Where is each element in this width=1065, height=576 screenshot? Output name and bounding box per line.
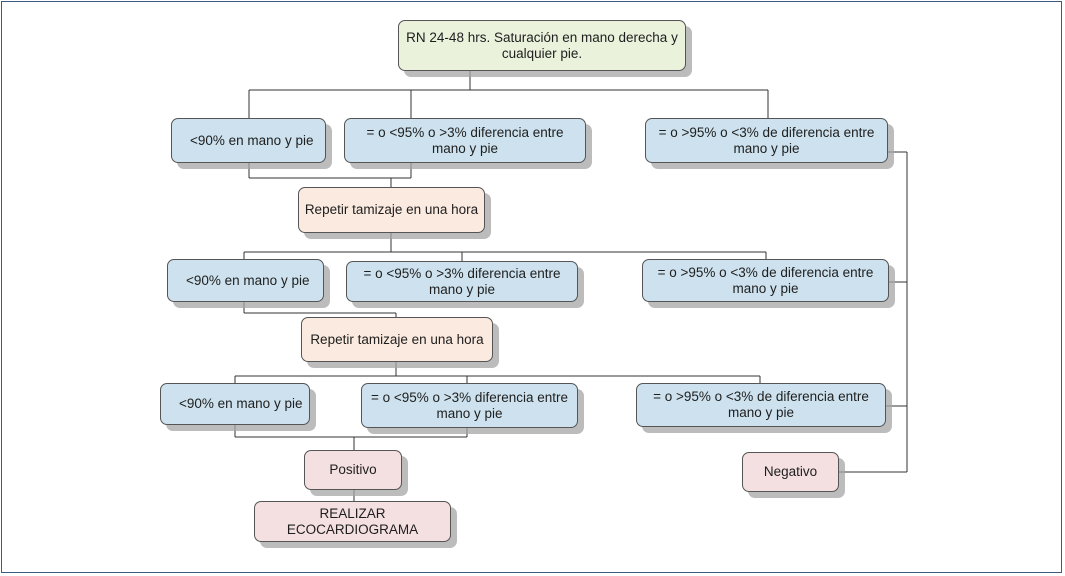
repeat-node-1: Repetir tamizaje en una hora (298, 187, 485, 233)
round3-high-node: = o >95% o <3% de diferencia entre mano … (636, 383, 886, 427)
start-node-text: RN 24-48 hrs. Saturación en mano derecha… (406, 29, 678, 61)
action-node: REALIZAR ECOCARDIOGRAMA (254, 501, 451, 542)
negative-node-text: Negativo (763, 464, 818, 479)
repeat-node-2: Repetir tamizaje en una hora (301, 317, 493, 362)
round2-high-node: = o >95% o <3% de diferencia entre mano … (642, 259, 889, 302)
start-node: RN 24-48 hrs. Saturación en mano derecha… (398, 20, 686, 71)
round1-high-node: = o >95% o <3% de diferencia entre mano … (645, 118, 888, 163)
round1-mid-text: = o <95% o >3% diferencia entre mano y p… (366, 124, 564, 156)
round2-high-text: = o >95% o <3% de diferencia entre mano … (657, 264, 874, 296)
round1-low-text: <90% en mano y pie (190, 132, 314, 148)
round3-mid-text: = o <95% o >3% diferencia entre mano y p… (370, 389, 568, 421)
round2-low-node: <90% en mano y pie (167, 259, 324, 302)
round1-mid-node: = o <95% o >3% diferencia entre mano y p… (344, 118, 586, 163)
negative-node: Negativo (742, 452, 839, 492)
positive-node: Positivo (304, 450, 402, 490)
round2-mid-text: = o <95% o >3% diferencia entre mano y p… (363, 265, 561, 297)
repeat-node-2-text: Repetir tamizaje en una hora (310, 331, 484, 347)
round3-low-text: <90% en mano y pie (179, 396, 303, 411)
round1-low-node: <90% en mano y pie (171, 118, 326, 163)
round3-mid-node: = o <95% o >3% diferencia entre mano y p… (361, 383, 578, 428)
round3-low-node: <90% en mano y pie (160, 383, 310, 425)
action-node-text: REALIZAR ECOCARDIOGRAMA (286, 505, 419, 537)
round3-high-text: = o >95% o <3% de diferencia entre mano … (653, 389, 869, 420)
round2-mid-node: = o <95% o >3% diferencia entre mano y p… (346, 261, 578, 302)
repeat-node-1-text: Repetir tamizaje en una hora (304, 202, 479, 217)
positive-node-text: Positivo (329, 462, 377, 477)
round1-high-text: = o >95% o <3% de diferencia entre mano … (658, 124, 875, 156)
round2-low-text: <90% en mano y pie (186, 272, 310, 288)
